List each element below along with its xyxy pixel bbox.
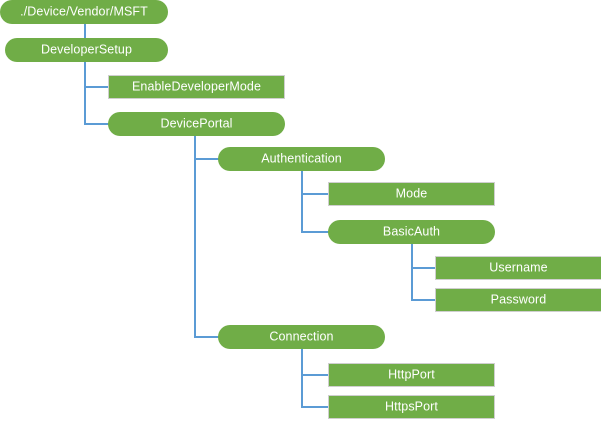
tree-node-password[interactable]: Password xyxy=(435,288,601,312)
tree-node-label: DevicePortal xyxy=(160,116,233,131)
tree-node-label: ./Device/Vendor/MSFT xyxy=(20,4,148,19)
tree-node-label: EnableDeveloperMode xyxy=(131,79,262,94)
tree-node-label: Password xyxy=(490,292,547,307)
connector-authentication-to-basicauth xyxy=(301,170,329,233)
tree-node-username[interactable]: Username xyxy=(435,256,601,280)
connector-deviceportal-to-connection xyxy=(194,135,219,338)
connector-deviceportal-to-authentication xyxy=(194,135,219,160)
tree-node-enabledevelopermode[interactable]: EnableDeveloperMode xyxy=(108,75,285,99)
tree-node-authentication[interactable]: Authentication xyxy=(218,147,385,171)
connector-basicauth-to-username xyxy=(411,243,436,269)
connector-authentication-to-mode xyxy=(301,170,329,195)
tree-node-mode[interactable]: Mode xyxy=(328,182,495,206)
tree-node-httpport[interactable]: HttpPort xyxy=(328,363,495,387)
connector-connection-to-httpport xyxy=(301,348,329,376)
connector-developersetup-to-enabledevelopermode xyxy=(84,61,109,88)
tree-node-label: HttpsPort xyxy=(385,399,438,414)
connector-connection-to-httpsport xyxy=(301,348,329,408)
tree-node-root[interactable]: ./Device/Vendor/MSFT xyxy=(0,0,168,24)
tree-node-developersetup[interactable]: DeveloperSetup xyxy=(5,38,168,62)
tree-node-connection[interactable]: Connection xyxy=(218,325,385,349)
connector-basicauth-to-password xyxy=(411,243,436,301)
connector-developersetup-to-deviceportal xyxy=(84,61,109,125)
tree-node-basicauth[interactable]: BasicAuth xyxy=(328,220,495,244)
tree-node-label: HttpPort xyxy=(388,367,435,382)
tree-node-label: Connection xyxy=(269,329,334,344)
tree-node-label: Mode xyxy=(395,186,428,201)
tree-node-label: Authentication xyxy=(261,151,342,166)
tree-node-label: BasicAuth xyxy=(382,224,441,239)
tree-node-label: Username xyxy=(489,260,548,275)
tree-node-label: DeveloperSetup xyxy=(40,42,133,57)
tree-node-httpsport[interactable]: HttpsPort xyxy=(328,395,495,419)
tree-node-deviceportal[interactable]: DevicePortal xyxy=(108,112,285,136)
